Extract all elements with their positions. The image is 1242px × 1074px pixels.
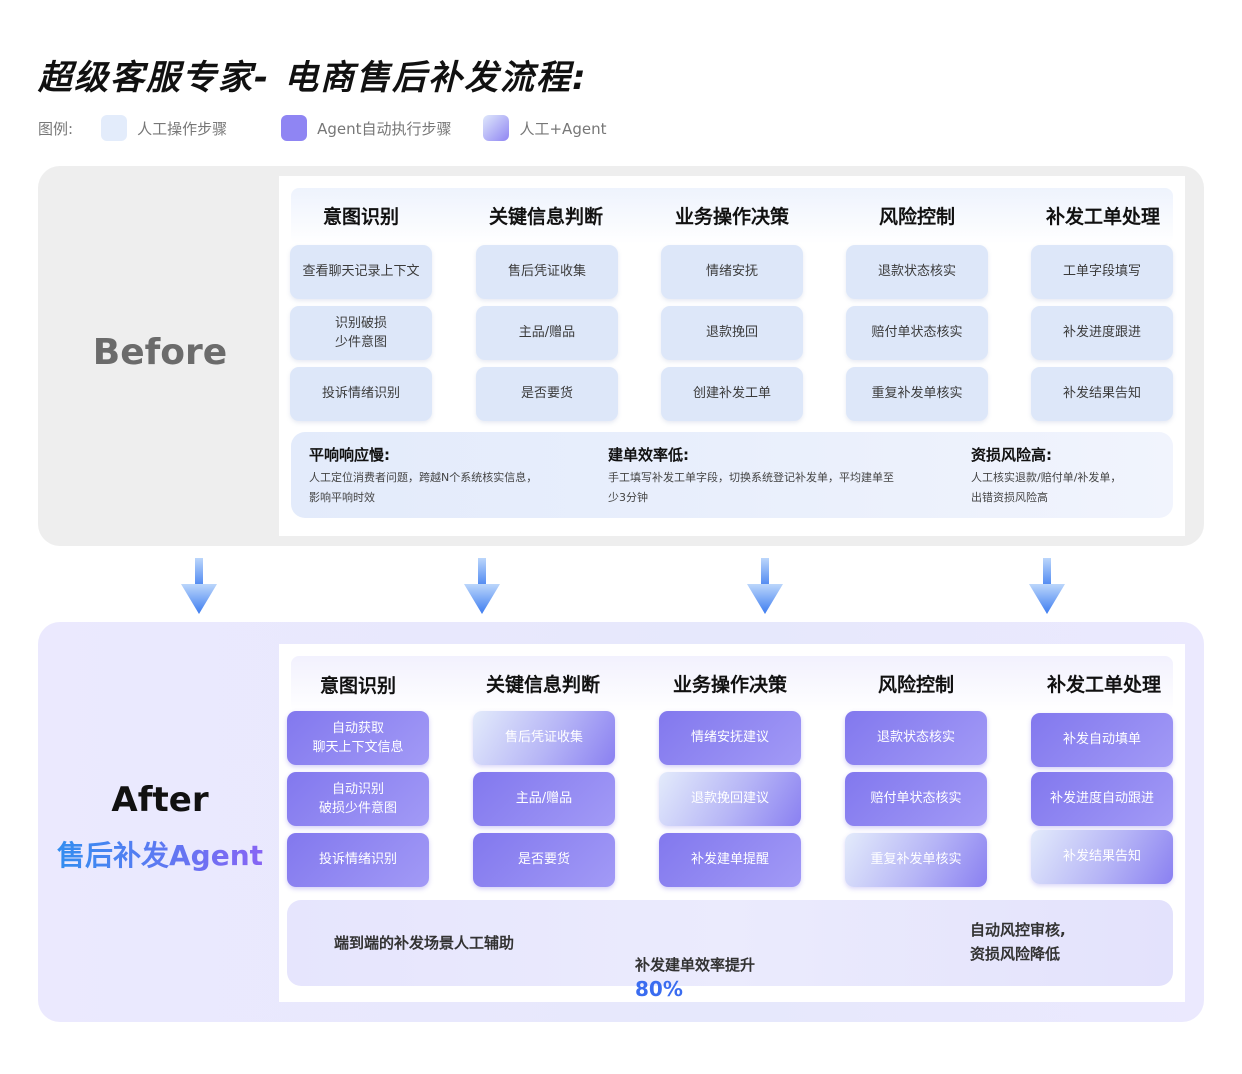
summary-efficiency-text: 补发建单效率提升: [635, 956, 756, 974]
after-step-box: 赔付单状态核实: [845, 772, 987, 826]
before-step-box: 创建补发工单: [661, 367, 803, 421]
pain-point-text: 手工填写补发工单字段，切换系统登记补发单，平均建单至 少3分钟: [608, 471, 894, 504]
before-step-box: 赔付单状态核实: [846, 306, 988, 360]
legend-text-human: 人工操作步骤: [137, 119, 228, 138]
before-step-box: 情绪安抚: [661, 245, 803, 299]
after-col-title-info: 关键信息判断: [485, 674, 600, 696]
before-col-title-risk: 风险控制: [878, 206, 955, 228]
after-step-box: 重复补发单核实: [845, 833, 987, 887]
before-step-box: 重复补发单核实: [846, 367, 988, 421]
after-step-box: 主品/赠品: [473, 772, 615, 826]
before-step-box: 售后凭证收集: [476, 245, 618, 299]
before-step-box: 投诉情绪识别: [290, 367, 432, 421]
legend: 图例: 人工操作步骤 Agent自动执行步骤 人工+Agent: [38, 114, 606, 142]
pain-points-box: 平响响应慢: 人工定位消费者问题，跨越N个系统核实信息， 影响平响时效 建单效率…: [291, 432, 1173, 518]
pain-point-title: 平响响应慢:: [309, 446, 390, 464]
after-step-box: 补发结果告知: [1031, 830, 1173, 884]
down-arrow-icon: [1029, 558, 1065, 614]
before-col-title-decision: 业务操作决策: [674, 206, 789, 228]
summary-item-assist: 端到端的补发场景人工辅助: [334, 934, 515, 952]
down-arrow-icon: [747, 558, 783, 614]
after-col-title-ticket: 补发工单处理: [1046, 674, 1161, 696]
before-label: Before: [92, 332, 228, 373]
before-col-title-info: 关键信息判断: [488, 206, 603, 228]
after-step-box: 情绪安抚建议: [659, 711, 801, 765]
before-step-box: 补发结果告知: [1031, 367, 1173, 421]
before-step-box: 主品/赠品: [476, 306, 618, 360]
before-step-box: 是否要货: [476, 367, 618, 421]
legend-swatch-mixed: [483, 115, 510, 141]
page-title: 超级客服专家- 电商售后补发流程:: [38, 58, 588, 98]
after-step-box: 自动识别 破损少件意图: [287, 772, 429, 826]
legend-text-mixed: 人工+Agent: [519, 119, 607, 138]
summary-efficiency-value: 80%: [635, 977, 683, 1001]
after-step-box: 补发进度自动跟进: [1031, 772, 1173, 826]
summary-item-risk: 自动风控审核, 资损风险降低: [970, 921, 1066, 963]
summary-box: 端到端的补发场景人工辅助 补发建单效率提升 80% 自动风控审核, 资损风险降低: [287, 900, 1173, 1001]
legend-label: 图例:: [38, 119, 74, 138]
legend-text-agent: Agent自动执行步骤: [317, 119, 452, 138]
pain-point-efficiency: 建单效率低: 手工填写补发工单字段，切换系统登记补发单，平均建单至 少3分钟: [608, 444, 948, 508]
before-step-box: 查看聊天记录上下文: [290, 245, 432, 299]
legend-item-human: 人工操作步骤: [101, 115, 227, 141]
pain-point-title: 资损风险高:: [971, 446, 1052, 464]
after-header-band: [291, 656, 1173, 712]
before-step-box: 工单字段填写: [1031, 245, 1173, 299]
after-step-box: 补发自动填单: [1031, 713, 1173, 767]
after-col-title-decision: 业务操作决策: [672, 674, 787, 696]
after-step-box: 投诉情绪识别: [287, 833, 429, 887]
after-step-box: 补发建单提醒: [659, 833, 801, 887]
legend-swatch-agent: [281, 115, 308, 141]
before-step-box: 识别破损 少件意图: [290, 306, 432, 360]
after-step-box: 退款挽回建议: [659, 772, 801, 826]
down-arrow-icon: [464, 558, 500, 614]
legend-swatch-human: [101, 115, 128, 141]
pain-point-text: 人工核实退款/赔付单/补发单， 出错资损风险高: [971, 471, 1122, 504]
down-arrow-icon: [181, 558, 217, 614]
before-step-box: 退款状态核实: [846, 245, 988, 299]
before-header-band: [291, 188, 1173, 244]
after-step-box: 自动获取 聊天上下文信息: [287, 711, 429, 765]
after-agent-label: 售后补发Agent: [50, 834, 270, 874]
pain-point-risk: 资损风险高: 人工核实退款/赔付单/补发单， 出错资损风险高: [971, 444, 1166, 508]
pain-point-text: 人工定位消费者问题，跨越N个系统核实信息， 影响平响时效: [309, 471, 538, 504]
after-step-box: 退款状态核实: [845, 711, 987, 765]
after-col-title-risk: 风险控制: [877, 674, 954, 696]
before-col-title-ticket: 补发工单处理: [1045, 206, 1160, 228]
after-step-box: 是否要货: [473, 833, 615, 887]
legend-item-mixed: 人工+Agent: [483, 115, 606, 141]
after-step-box: 售后凭证收集: [473, 711, 615, 765]
before-col-title-intent: 意图识别: [322, 206, 399, 228]
pain-point-response: 平响响应慢: 人工定位消费者问题，跨越N个系统核实信息， 影响平响时效: [309, 444, 599, 508]
before-step-box: 退款挽回: [661, 306, 803, 360]
after-col-title-intent: 意图识别: [319, 675, 396, 697]
pain-point-title: 建单效率低:: [608, 446, 689, 464]
summary-item-efficiency: 补发建单效率提升 80%: [635, 929, 755, 1003]
before-step-box: 补发进度跟进: [1031, 306, 1173, 360]
legend-item-agent: Agent自动执行步骤: [281, 115, 451, 141]
after-label: After: [111, 780, 209, 820]
